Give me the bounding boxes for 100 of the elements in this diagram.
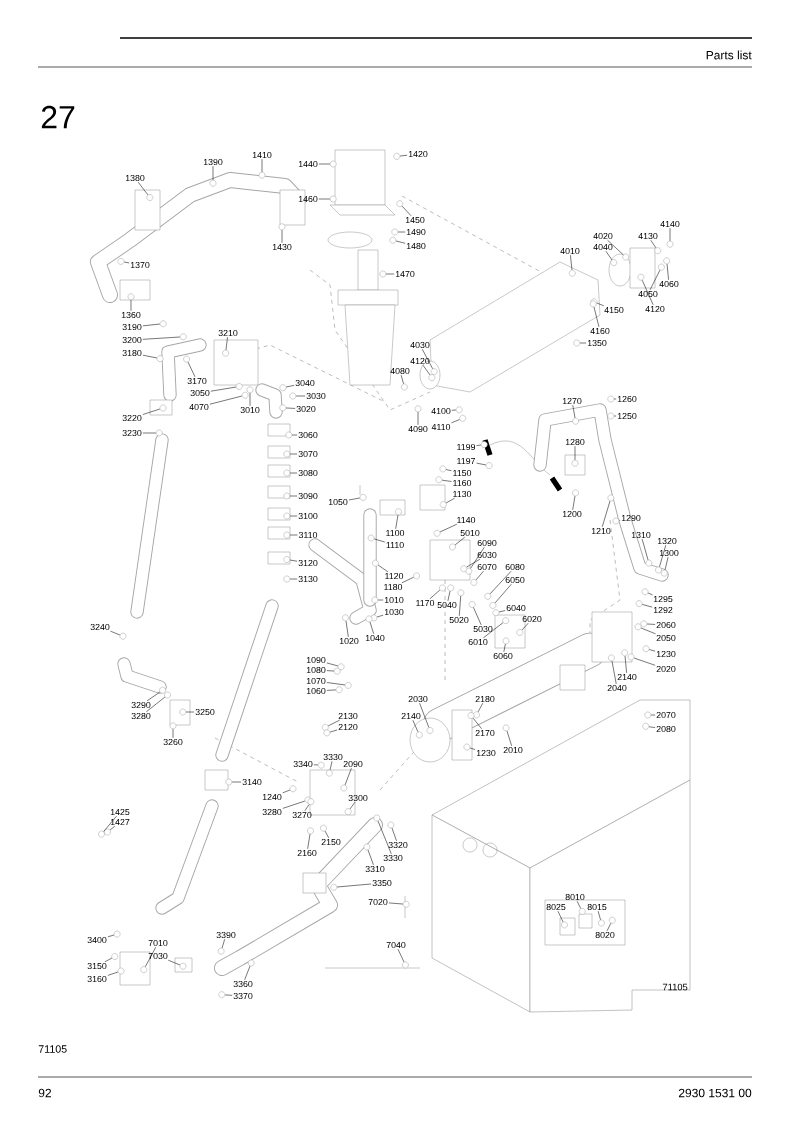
callout-number: 4020 [593,232,613,240]
leader-line [261,158,263,173]
part-marker [289,785,297,793]
part-marker [179,333,187,341]
leader-line [289,559,298,562]
callout-number: 1410 [252,151,272,159]
part-marker [285,431,293,439]
leader-line [328,719,340,727]
part-marker [413,572,420,580]
part-marker [428,374,436,381]
callout-number: 4100 [431,407,451,415]
part-marker [502,724,510,732]
callout-number: 4060 [659,280,679,288]
callout-number: 1110 [386,541,404,549]
leader-line [445,497,455,504]
leader-line [377,564,389,573]
callout-number: 3280 [262,808,282,816]
part-marker [278,223,286,231]
part-marker [447,584,455,592]
part-marker [642,722,650,730]
callout-number: 1430 [272,243,292,251]
callout-number: 1390 [203,158,223,166]
leader-line [107,971,119,976]
leader-line [459,595,461,617]
leader-line [104,957,113,963]
callout-number: 2080 [656,725,676,733]
callout-number: 2060 [656,621,676,629]
leader-line [572,495,576,511]
part-marker [342,614,349,622]
callout-number: 3280 [131,712,151,720]
part-marker [225,778,233,786]
callout-number: 1050 [328,498,348,506]
callout-number: 4110 [431,423,451,431]
callout-number: 2050 [656,634,676,642]
callout-number: 5030 [473,625,493,633]
callout-number: 5040 [437,601,457,609]
part-marker [222,349,229,357]
part-marker [435,476,443,484]
leader-line [103,815,117,832]
callout-number: 4050 [638,290,658,298]
callout-number: 7040 [386,941,406,949]
callout-number: 1350 [587,339,607,347]
leader-line [367,849,374,866]
part-marker [484,592,492,600]
part-marker [340,784,348,792]
leader-line [451,409,457,411]
leader-line [313,764,319,766]
part-marker [572,417,579,425]
part-marker [502,617,510,624]
leader-line [329,760,333,771]
leader-line [602,500,611,528]
callout-number: 2030 [408,695,428,703]
part-marker [235,383,243,390]
callout-number: 1070 [306,677,326,685]
part-marker [621,649,629,657]
leader-line [109,825,116,831]
callout-number: 1360 [121,311,141,319]
callout-number: 1210 [591,527,611,535]
leader-line [374,538,386,543]
leader-line [142,432,157,434]
leader-line [295,395,306,397]
leader-line [123,261,130,264]
leader-line [557,910,564,923]
part-marker [485,462,493,469]
part-marker [179,708,187,716]
leader-line [642,604,653,608]
part-marker [241,391,249,399]
part-marker [607,395,615,403]
leader-line [324,830,329,839]
leader-line [397,948,405,963]
leader-line [466,558,481,568]
leader-line [385,273,395,275]
callout-number: 7020 [368,898,388,906]
leader-line [110,630,121,636]
part-marker [460,565,468,573]
callout-number: 1180 [384,583,403,591]
callout-number: 8010 [565,893,585,901]
part-marker [439,465,447,473]
part-marker [146,194,154,201]
callout-number: 2180 [475,695,495,703]
callout-number: 1130 [453,490,472,498]
part-marker [640,620,648,628]
callout-number: 4030 [410,341,430,349]
leader-line [572,404,576,419]
part-marker [159,404,167,412]
leader-line [376,614,384,618]
leader-line [349,801,356,810]
callout-number: 1480 [406,242,426,250]
leader-line [605,250,613,261]
callout-number: 1440 [298,160,318,168]
leader-line [225,336,228,351]
part-marker [159,686,166,694]
callout-number: 2140 [617,673,637,681]
part-marker [246,386,254,394]
callout-number: 1010 [384,596,404,604]
part-marker [359,494,367,501]
callout-number: 4130 [638,232,658,240]
callout-number: 2160 [297,849,317,857]
callout-number: 3030 [306,392,326,400]
leader-line [326,670,335,672]
